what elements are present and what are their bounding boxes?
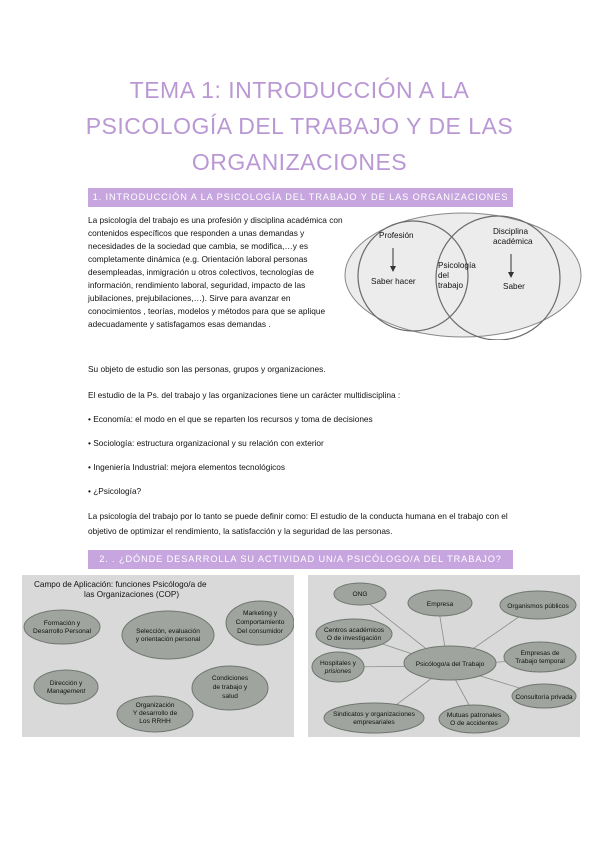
section-heading-1: 1. INTRODUCCIÓN A LA PSICOLOGÍA DEL TRAB… xyxy=(88,188,513,207)
cop-node-marketing-3: Del consumidor xyxy=(237,628,284,635)
venn-right-title-1: Disciplina xyxy=(493,227,528,236)
title-line-3: ORGANIZACIONES xyxy=(191,149,408,175)
cop-node-direccion-2: Management xyxy=(47,688,87,695)
cop-diagram: Campo de Aplicación: funciones Psicólogo… xyxy=(22,575,294,737)
activity-map-diagram: ONG Empresa Organismos públicos Centros … xyxy=(308,575,580,737)
map-node-sindicatos-1: Sindicatos y organizaciones xyxy=(333,711,415,718)
cop-node-seleccion-2: y orientación personal xyxy=(136,636,201,643)
map-node-mutuas-2: O de accidentes xyxy=(450,720,498,727)
bullet-sociologia: • Sociología: estructura organizacional … xyxy=(88,438,324,448)
bullet-psicologia: • ¿Psicología? xyxy=(88,486,142,496)
map-node-ett-1: Empresas de xyxy=(521,650,560,657)
map-node-centros-2: O de investigación xyxy=(327,635,382,642)
map-node-hospitales-2: prisiones xyxy=(324,668,352,675)
object-text: Su objeto de estudio son las personas, g… xyxy=(88,364,326,374)
title-line-2: PSICOLOGÍA DEL TRABAJO Y DE LAS xyxy=(85,113,514,139)
section-heading-2: 2. . ¿DÓNDE DESARROLLA SU ACTIVIDAD UN/A… xyxy=(88,550,513,569)
page-title: TEMA 1: INTRODUCCIÓN A LA PSICOLOGÍA DEL… xyxy=(0,72,599,180)
map-node-empresa: Empresa xyxy=(427,601,454,608)
venn-left-item: Saber hacer xyxy=(371,277,416,286)
cop-node-formacion-1: Formación y xyxy=(44,620,81,627)
intro-paragraph: La psicología del trabajo es una profesi… xyxy=(88,215,343,329)
venn-left-title: Profesión xyxy=(379,231,414,240)
map-node-sindicatos-2: empresariales xyxy=(353,719,395,726)
bullet-ingenieria: • Ingeniería Industrial: mejora elemento… xyxy=(88,462,286,472)
map-node-ett-2: Trabajo temporal xyxy=(515,658,565,665)
title-line-1: TEMA 1: INTRODUCCIÓN A LA xyxy=(129,77,470,103)
cop-node-marketing-1: Marketing y xyxy=(243,610,278,617)
cop-node-seleccion-1: Selección, evaluación xyxy=(136,628,200,635)
cop-node-organizacion-2: Y desarrollo de xyxy=(133,710,178,717)
cop-node-condiciones-2: de trabajo y xyxy=(213,684,248,691)
definition-paragraph: La psicología del trabajo por lo tanto s… xyxy=(88,511,508,536)
cop-node-formacion-2: Desarrollo Personal xyxy=(33,628,91,635)
map-node-centros-1: Centros académicos xyxy=(324,627,385,634)
venn-center-3: trabajo xyxy=(438,281,463,290)
map-node-center: Psicólogo/a del Trabajo xyxy=(416,661,485,668)
cop-title-1: Campo de Aplicación: funciones Psicólogo… xyxy=(34,580,207,589)
venn-diagram: Profesión Saber hacer Disciplina académi… xyxy=(344,212,582,340)
venn-center-1: Psicología xyxy=(438,261,476,270)
cop-title-2: las Organizaciones (COP) xyxy=(84,590,179,599)
venn-right-item: Saber xyxy=(503,282,525,291)
cop-node-direccion-1: Dirección y xyxy=(50,680,83,687)
multidisciplinary-text: El estudio de la Ps. del trabajo y las o… xyxy=(88,390,401,400)
bullet-economia: • Economía: el modo en el que se reparte… xyxy=(88,414,373,424)
venn-right-title-2: académica xyxy=(493,237,533,246)
map-node-mutuas-1: Mutuas patronales xyxy=(447,712,502,719)
map-node-ong: ONG xyxy=(352,591,367,598)
venn-center-2: del xyxy=(438,271,449,280)
cop-node-marketing-2: Comportamiento xyxy=(236,619,285,626)
map-node-publicos: Organismos públicos xyxy=(507,603,569,610)
cop-node-organizacion-1: Organización xyxy=(136,702,175,709)
map-node-hospitales-1: Hospitales y xyxy=(320,660,357,667)
cop-node-condiciones-1: Condiciones xyxy=(212,675,249,682)
cop-node-organizacion-3: Los RRHH xyxy=(139,718,171,725)
map-node-consultoria: Consultoría privada xyxy=(515,694,573,701)
cop-node-condiciones-3: salud xyxy=(222,693,238,700)
